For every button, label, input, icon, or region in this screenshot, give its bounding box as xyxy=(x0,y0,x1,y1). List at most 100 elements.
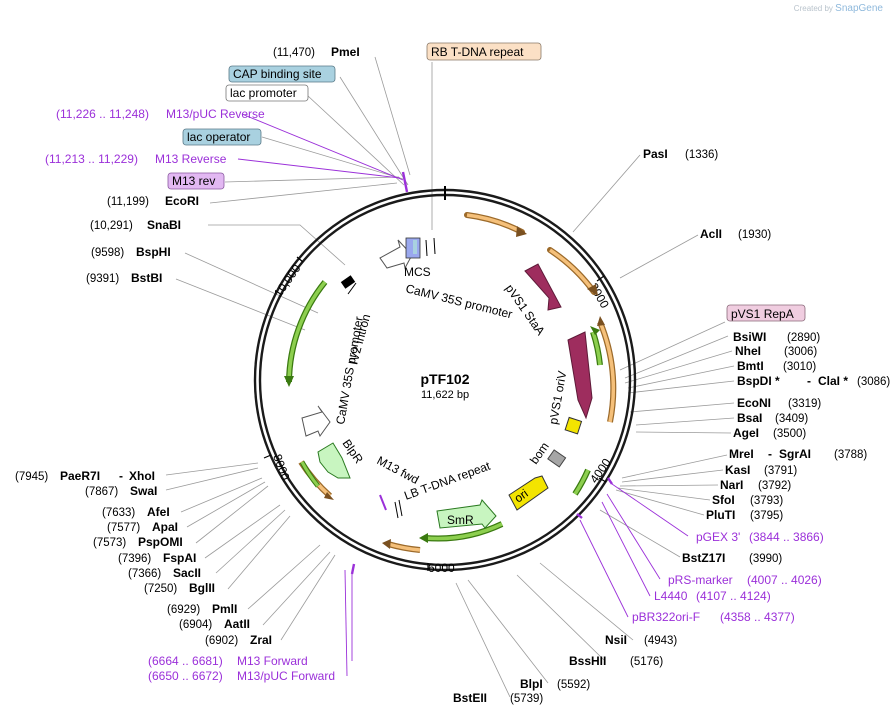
svg-text:BspDI *: BspDI * xyxy=(737,374,780,388)
svg-text:(7250): (7250) xyxy=(144,583,177,595)
svg-text:PspOMI: PspOMI xyxy=(138,535,183,549)
enzyme-nari[interactable]: NarI (3792) xyxy=(720,478,791,492)
enzyme-afei[interactable]: (7633) AfeI xyxy=(102,505,170,519)
svg-text:AclI: AclI xyxy=(700,227,722,241)
enzyme-bstz17i[interactable]: BstZ17I (3990) xyxy=(682,551,782,565)
svg-text:(7633): (7633) xyxy=(102,507,135,519)
svg-text:(3086): (3086) xyxy=(857,376,890,388)
enzyme-nsii[interactable]: NsiI (4943) xyxy=(605,633,677,647)
enzyme-pasi[interactable]: PasI (1336) xyxy=(643,147,718,161)
smr-arrow xyxy=(436,499,497,529)
svg-text:NarI: NarI xyxy=(720,478,743,492)
enzyme-paer7i-xhoi[interactable]: (7945) PaeR7I - XhoI xyxy=(15,469,155,483)
svg-text:(6650 .. 6672): (6650 .. 6672) xyxy=(148,669,223,683)
enzyme-pmli[interactable]: (6929) PmlI xyxy=(167,602,237,616)
blpr-arrow xyxy=(317,442,351,479)
primer-pgex-3[interactable]: pGEX 3' (3844 .. 3866) xyxy=(696,530,824,544)
svg-text:XhoI: XhoI xyxy=(129,469,155,483)
primer-prs-marker[interactable]: pRS-marker (4007 .. 4026) xyxy=(668,573,822,587)
svg-text:(6904): (6904) xyxy=(179,619,212,631)
svg-text:BstEII: BstEII xyxy=(453,691,487,705)
enzyme-snabi[interactable]: (10,291) SnaBI xyxy=(90,218,181,232)
enzyme-sfoi[interactable]: SfoI (3793) xyxy=(712,493,783,507)
boxed-label-lac-promoter[interactable]: lac promoter xyxy=(225,84,309,102)
enzyme-agei[interactable]: AgeI (3500) xyxy=(733,426,806,440)
enzyme-bsiwi[interactable]: BsiWI (2890) xyxy=(733,330,820,344)
svg-text:SacII: SacII xyxy=(173,566,201,580)
svg-text:(4943): (4943) xyxy=(644,635,677,647)
svg-text:(7366): (7366) xyxy=(128,568,161,580)
primer-l4440[interactable]: L4440 (4107 .. 4124) xyxy=(654,589,771,603)
lac-operator-box xyxy=(413,240,417,254)
enzyme-acli[interactable]: AclI (1930) xyxy=(700,227,771,241)
svg-text:KasI: KasI xyxy=(725,463,750,477)
boxed-label-lac-operator[interactable]: lac operator xyxy=(182,128,262,146)
m13-rev-mark xyxy=(401,171,409,193)
callout-lines xyxy=(165,56,735,698)
iv2-intron-mark xyxy=(340,275,356,289)
svg-text:(5592): (5592) xyxy=(557,679,590,691)
primer-m13-forward[interactable]: (6664 .. 6681) M13 Forward xyxy=(148,654,308,668)
boxed-label-rb-tdna[interactable]: RB T-DNA repeat xyxy=(426,42,542,61)
enzyme-bsphi[interactable]: (9598) BspHI xyxy=(91,245,171,259)
primer-pbr322ori-f[interactable]: pBR322ori-F (4358 .. 4377) xyxy=(632,610,795,624)
enzyme-bsshii[interactable]: BssHII (5176) xyxy=(569,654,663,668)
enzyme-fspai[interactable]: (7396) FspAI xyxy=(118,551,196,565)
camv-35s-promoter-label: CaMV 35S promoter xyxy=(404,281,514,321)
plasmid-name: pTF102 xyxy=(420,371,469,387)
svg-text:BmtI: BmtI xyxy=(737,359,764,373)
svg-text:(6902): (6902) xyxy=(205,635,238,647)
enzyme-apai[interactable]: (7577) ApaI xyxy=(107,520,178,534)
svg-text:M13 Reverse: M13 Reverse xyxy=(155,152,227,166)
primer-m13-puc-reverse[interactable]: (11,226 .. 11,248) M13/pUC Reverse xyxy=(56,107,265,121)
enzyme-swai[interactable]: (7867) SwaI xyxy=(85,484,157,498)
enzyme-zrai[interactable]: (6902) ZraI xyxy=(205,633,272,647)
svg-text:(3792): (3792) xyxy=(758,480,791,492)
svg-text:BlpI: BlpI xyxy=(520,677,543,691)
svg-text:EcoRI: EcoRI xyxy=(165,194,199,208)
svg-text:RB T-DNA repeat: RB T-DNA repeat xyxy=(431,45,524,59)
enzyme-bsteii[interactable]: BstEII (5739) xyxy=(453,691,543,705)
m13-fwd-label: M13 fwd xyxy=(375,453,422,487)
enzyme-aatii[interactable]: (6904) AatII xyxy=(179,617,250,631)
enzyme-pspomi[interactable]: (7573) PspOMI xyxy=(93,535,183,549)
enzyme-pluti[interactable]: PluTI (3795) xyxy=(706,508,783,522)
svg-text:BsaI: BsaI xyxy=(737,411,762,425)
enzyme-pmei[interactable]: (11,470) PmeI xyxy=(273,45,360,59)
enzyme-bglii[interactable]: (7250) BglII xyxy=(144,581,215,595)
boxed-label-m13-rev[interactable]: M13 rev xyxy=(167,172,225,190)
svg-text:BstBI: BstBI xyxy=(131,271,162,285)
enzyme-econi[interactable]: EcoNI (3319) xyxy=(737,396,821,410)
svg-text:(3791): (3791) xyxy=(764,465,797,477)
rb-tdna-mark xyxy=(425,239,428,257)
enzyme-bmti[interactable]: BmtI (3010) xyxy=(737,359,816,373)
boxed-label-pvs1-repa[interactable]: pVS1 RepA xyxy=(726,304,806,322)
enzyme-bstbi[interactable]: (9391) BstBI xyxy=(86,271,162,285)
svg-text:(3990): (3990) xyxy=(749,553,782,565)
enzyme-ecori[interactable]: (11,199) EcoRI xyxy=(107,194,199,208)
enzyme-sacii[interactable]: (7366) SacII xyxy=(128,566,201,580)
svg-text:ClaI *: ClaI * xyxy=(818,374,848,388)
svg-text:(1930): (1930) xyxy=(738,229,771,241)
boxed-label-cap-binding-site[interactable]: CAP binding site xyxy=(228,65,336,83)
enzyme-kasi[interactable]: KasI (3791) xyxy=(725,463,797,477)
enzyme-bspdi-clai[interactable]: BspDI * - ClaI * (3086) xyxy=(737,374,890,388)
enzyme-mrei-sgrai[interactable]: MreI - SgrAI (3788) xyxy=(729,447,867,461)
tick-marks xyxy=(263,256,607,571)
svg-text:(3006): (3006) xyxy=(784,346,817,358)
svg-text:lac promoter: lac promoter xyxy=(230,86,297,100)
primer-m13-puc-forward[interactable]: (6650 .. 6672) M13/pUC Forward xyxy=(148,669,335,683)
enzyme-bsai[interactable]: BsaI (3409) xyxy=(737,411,808,425)
svg-text:(2890): (2890) xyxy=(787,332,820,344)
svg-text:(11,199): (11,199) xyxy=(107,196,149,208)
enzyme-nhei[interactable]: NheI (3006) xyxy=(735,344,817,358)
svg-text:PmeI: PmeI xyxy=(331,45,360,59)
svg-text:(4107 .. 4124): (4107 .. 4124) xyxy=(696,589,771,603)
svg-text:PluTI: PluTI xyxy=(706,508,735,522)
enzyme-blpi[interactable]: BlpI (5592) xyxy=(520,677,590,691)
svg-text:pBR322ori-F: pBR322ori-F xyxy=(632,610,700,624)
svg-text:ZraI: ZraI xyxy=(250,633,272,647)
primer-m13-reverse[interactable]: (11,213 .. 11,229) M13 Reverse xyxy=(45,152,227,166)
snapgene-credit: Created by SnapGene xyxy=(793,3,883,14)
